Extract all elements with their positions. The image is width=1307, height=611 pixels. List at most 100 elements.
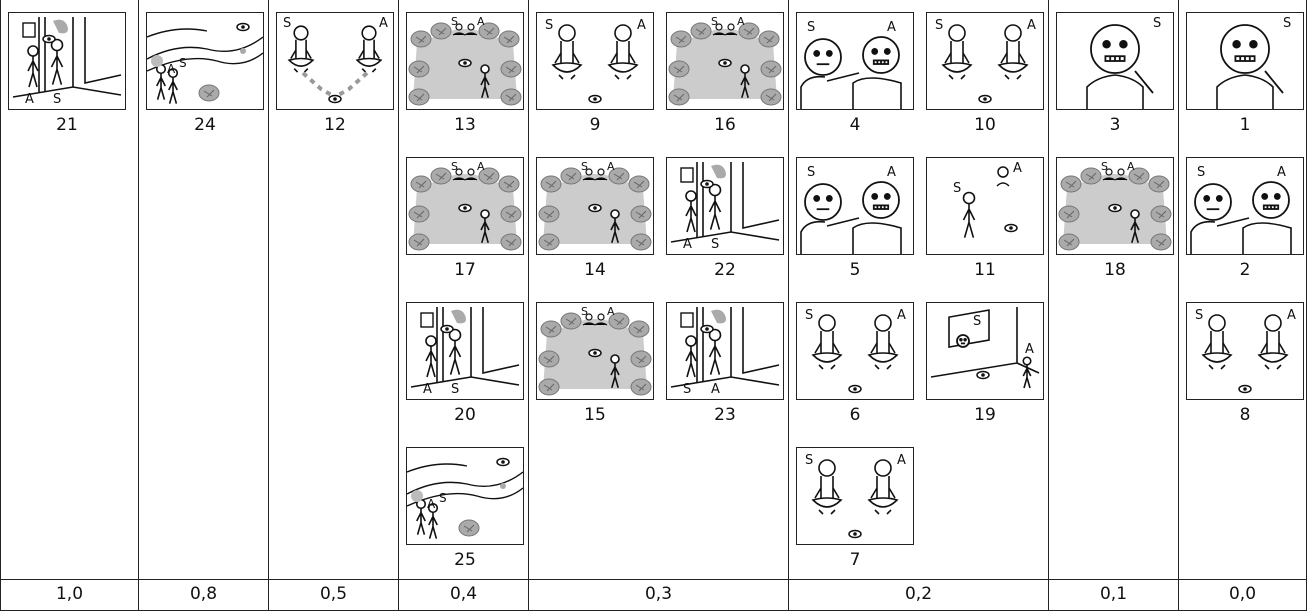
scene-one-face: S [1057, 13, 1173, 109]
svg-text:A: A [711, 382, 720, 397]
svg-text:S: S [807, 20, 815, 35]
stimulus-picture: SA [1186, 302, 1304, 400]
stimulus-number: 25 [406, 550, 524, 570]
scene-river: AS [407, 448, 523, 544]
svg-text:S: S [53, 92, 61, 107]
svg-text:S: S [805, 308, 813, 323]
score-label: 0,2 [788, 579, 1048, 611]
score-label: 0,1 [1048, 579, 1178, 611]
score-label: 0,8 [138, 579, 268, 611]
stimulus-number: 21 [8, 115, 126, 135]
svg-text:A: A [887, 20, 896, 35]
stimulus-number: 6 [796, 405, 914, 425]
svg-text:S: S [973, 314, 981, 329]
svg-text:S: S [545, 18, 553, 33]
stimulus-number: 4 [796, 115, 914, 135]
stimulus-picture: AS [666, 157, 784, 255]
score-label: 0,4 [398, 579, 528, 611]
svg-text:S: S [1153, 16, 1161, 31]
svg-text:A: A [423, 382, 432, 397]
svg-text:A: A [1127, 160, 1135, 173]
score-label: 0,0 [1178, 579, 1307, 611]
svg-text:S: S [953, 181, 961, 196]
scene-arena: SA [407, 158, 523, 254]
stimulus-picture: SA [1056, 157, 1174, 255]
stimulus-number: 16 [666, 115, 784, 135]
scene-doorway: AS [667, 158, 783, 254]
stimulus-number: 12 [276, 115, 394, 135]
scene-two-faces: SA [797, 13, 913, 109]
scene-arena: SA [1057, 158, 1173, 254]
stimulus-number: 14 [536, 260, 654, 280]
svg-text:S: S [439, 491, 447, 505]
svg-text:S: S [1197, 165, 1205, 180]
svg-text:S: S [451, 160, 458, 173]
stimulus-number: 8 [1186, 405, 1304, 425]
svg-text:S: S [935, 18, 943, 33]
stimulus-number: 10 [926, 115, 1044, 135]
svg-text:S: S [683, 382, 691, 397]
scene-arena: SA [407, 13, 523, 109]
svg-text:A: A [477, 160, 485, 173]
stimulus-number: 13 [406, 115, 524, 135]
svg-text:A: A [1287, 308, 1296, 323]
svg-text:A: A [607, 305, 615, 318]
svg-text:S: S [283, 16, 291, 31]
svg-text:A: A [887, 165, 896, 180]
stimulus-picture: S [1056, 12, 1174, 110]
scene-two-meditators: SA [927, 13, 1043, 109]
stimulus-number: 3 [1056, 115, 1174, 135]
svg-text:S: S [581, 305, 588, 318]
svg-text:S: S [1195, 308, 1203, 323]
svg-text:S: S [711, 15, 718, 28]
svg-text:S: S [451, 382, 459, 397]
svg-text:S: S [451, 15, 458, 28]
scene-two-faces: SA [797, 158, 913, 254]
svg-text:A: A [1277, 165, 1286, 180]
svg-text:S: S [1283, 16, 1291, 31]
score-label: 1,0 [0, 579, 138, 611]
svg-text:S: S [179, 56, 187, 70]
stimulus-number: 1 [1186, 115, 1304, 135]
stimulus-number: 11 [926, 260, 1044, 280]
svg-text:S: S [711, 237, 719, 252]
svg-text:A: A [427, 497, 436, 511]
scene-one-face: S [1187, 13, 1303, 109]
stimulus-picture: S [1186, 12, 1304, 110]
stimulus-number: 19 [926, 405, 1044, 425]
stimulus-number: 5 [796, 260, 914, 280]
svg-text:A: A [379, 16, 388, 31]
svg-text:A: A [167, 62, 176, 76]
stimulus-picture: S A [926, 302, 1044, 400]
svg-text:A: A [1027, 18, 1036, 33]
stimulus-number: 7 [796, 550, 914, 570]
svg-text:S: S [1101, 160, 1108, 173]
svg-text:S: S [805, 453, 813, 468]
scene-window: S A [927, 303, 1043, 399]
stimulus-number: 24 [146, 115, 264, 135]
svg-text:A: A [637, 18, 646, 33]
stimulus-number: 9 [536, 115, 654, 135]
